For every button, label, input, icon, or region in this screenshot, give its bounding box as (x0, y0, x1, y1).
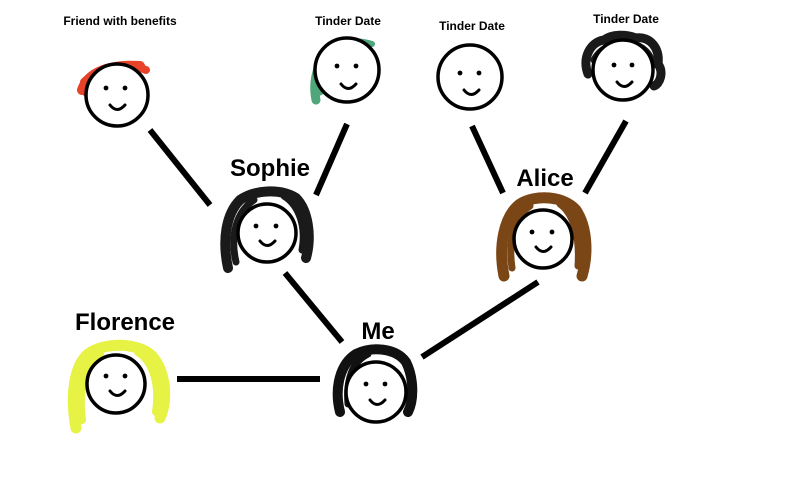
label-fwb: Friend with benefits (63, 14, 177, 28)
label-tinder-2: Tinder Date (439, 19, 505, 33)
florence-hair (67, 339, 171, 434)
edge-tinder2-alice (469, 124, 506, 195)
label-sophie: Sophie (229, 155, 310, 182)
edge-alice-me (420, 279, 540, 360)
label-tinder-1: Tinder Date (315, 14, 381, 28)
person-tinder-1 (310, 36, 381, 105)
person-me (332, 344, 418, 424)
label-florence: Florence (74, 309, 176, 336)
edge-tinder3-alice (582, 119, 629, 195)
person-florence (67, 339, 171, 434)
label-me: Me (361, 318, 395, 345)
connectors (147, 119, 629, 382)
person-tinder-3 (581, 30, 666, 102)
edge-fwb-sophie (147, 128, 213, 207)
person-sophie (220, 186, 314, 273)
sophie-hair (220, 186, 314, 273)
label-alice: Alice (516, 165, 574, 192)
edge-sophie-me (282, 271, 345, 344)
person-fwb (77, 60, 150, 128)
label-tinder-3: Tinder Date (593, 12, 659, 26)
person-tinder-2 (436, 43, 504, 111)
person-alice (496, 192, 592, 282)
edge-tinder1-sophie (313, 122, 350, 197)
